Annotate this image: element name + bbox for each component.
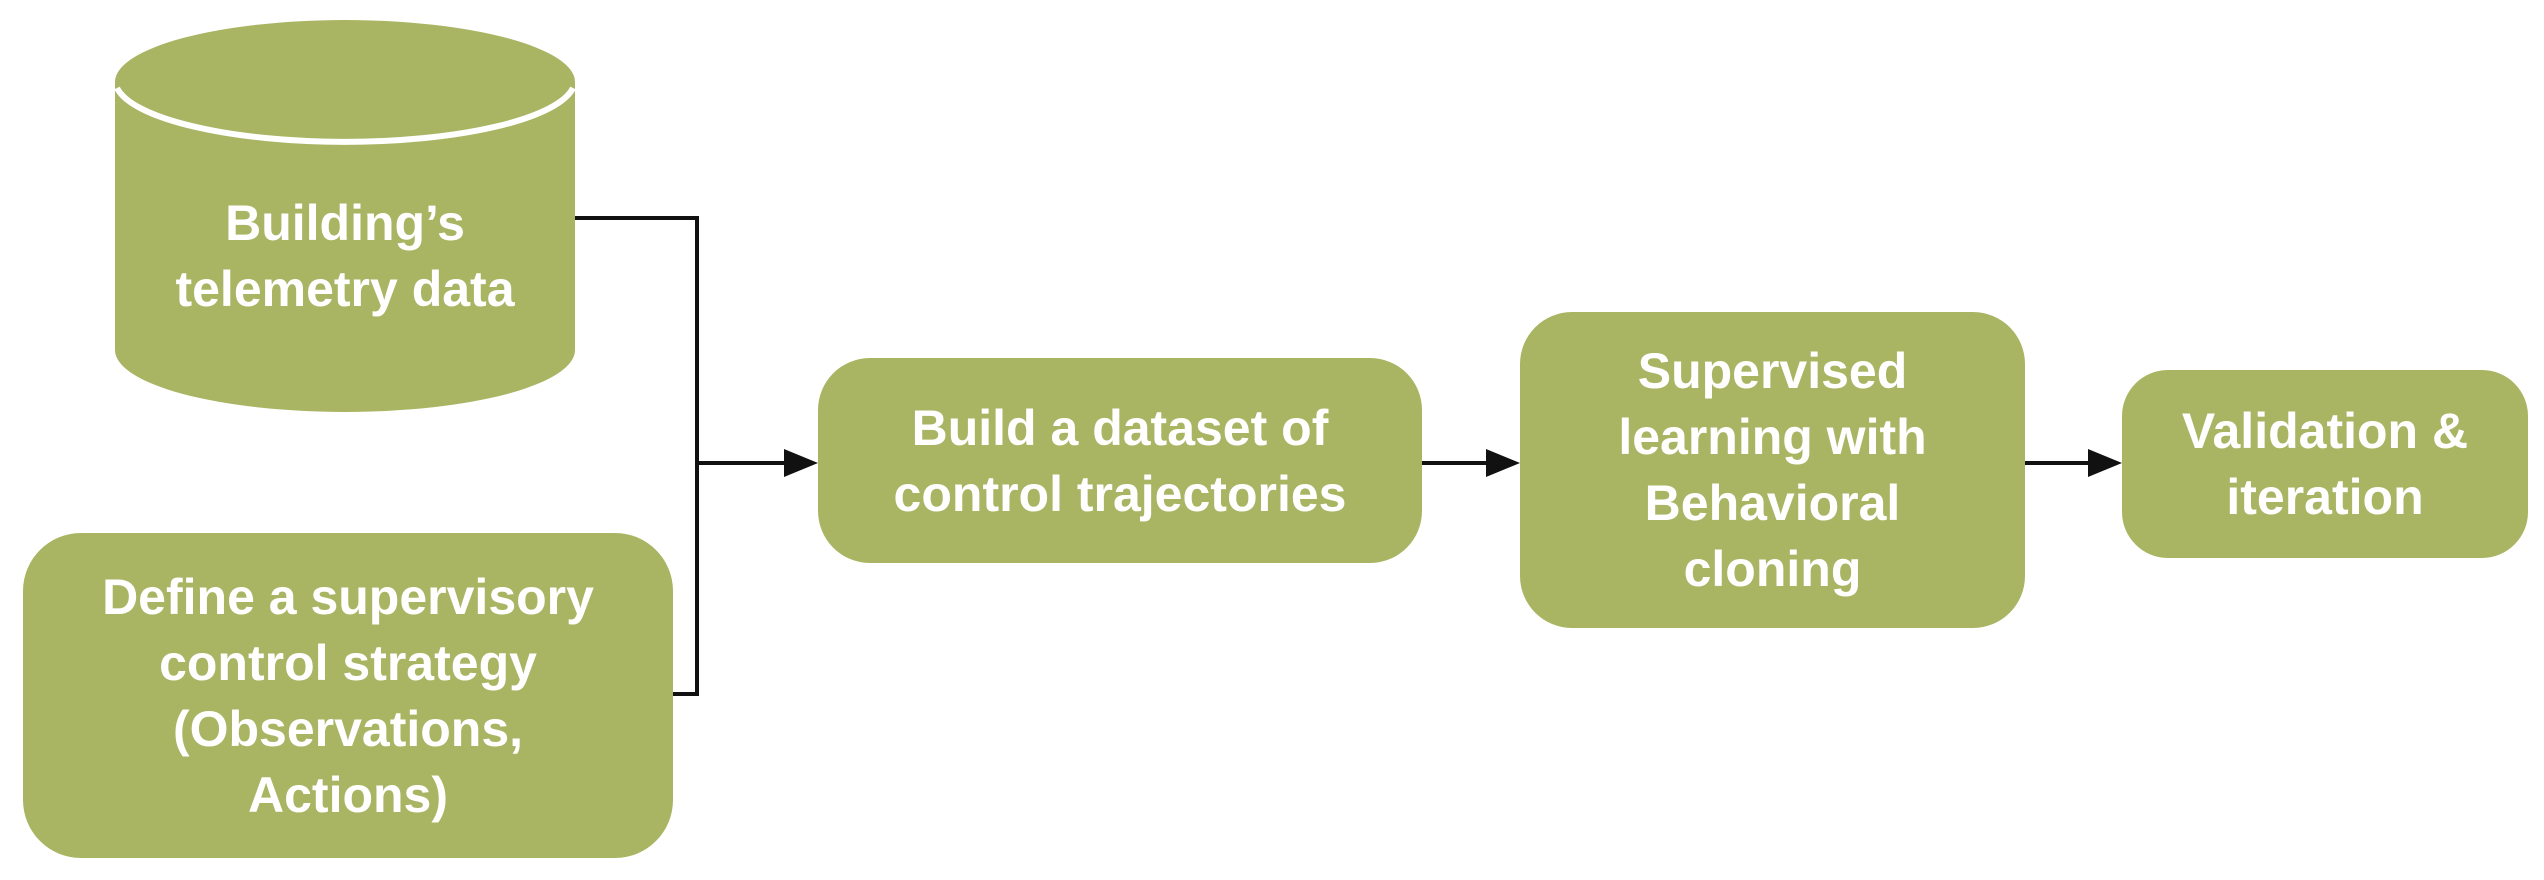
arrow-head-supervised [1486, 449, 1520, 477]
arrow-head-build-dataset [784, 449, 818, 477]
connector-merge-elbow [575, 216, 699, 696]
node-label-line: control strategy [159, 634, 537, 691]
node-label-line: cloning [1683, 541, 1862, 597]
cylinder-body [115, 20, 575, 412]
cylinder-top-separator [115, 86, 575, 145]
node-build-dataset: Build a dataset of control trajectories [818, 358, 1422, 563]
node-label-line: Actions) [248, 766, 448, 823]
node-label-line: Behavioral [1644, 475, 1901, 531]
node-label-line: Define a supervisory [102, 568, 594, 625]
node-label-line: telemetry data [175, 261, 515, 317]
node-label-line: Build a dataset of [911, 399, 1329, 456]
arrow-head-validation [2088, 449, 2122, 477]
node-label-line: Validation & [2181, 403, 2469, 459]
node-label-line: control trajectories [893, 465, 1347, 522]
node-label-line: Building’s [225, 195, 465, 251]
node-telemetry-database: Building’s telemetry data [115, 18, 575, 414]
node-label: Building’s telemetry data [115, 190, 575, 322]
node-label-line: iteration [2226, 469, 2424, 525]
node-label-line: (Observations, [172, 700, 524, 757]
node-label-line: Supervised [1637, 343, 1908, 399]
node-define-strategy: Define a supervisory control strategy (O… [23, 533, 673, 858]
database-cylinder-icon [115, 20, 575, 412]
node-supervised-learning: Supervised learning with Behavioral clon… [1520, 312, 2025, 628]
node-validation-iteration: Validation & iteration [2122, 370, 2528, 558]
node-label-line: learning with [1618, 409, 1927, 465]
